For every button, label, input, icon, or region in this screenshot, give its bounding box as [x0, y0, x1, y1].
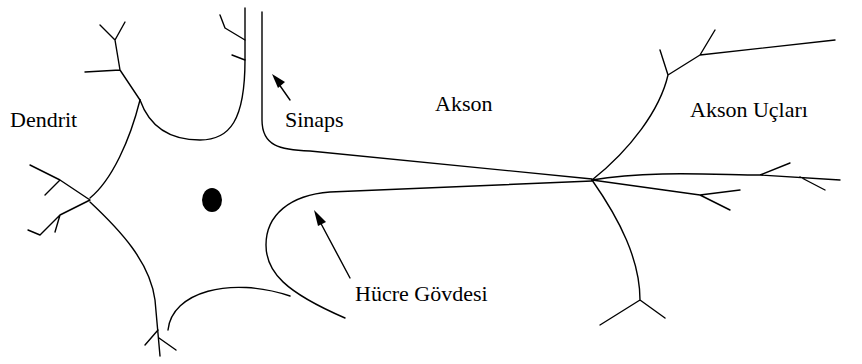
arrow-head	[272, 74, 285, 88]
cell-outline	[90, 202, 160, 356]
axon-terminal	[592, 163, 840, 190]
part-label: Dendrit	[10, 108, 77, 132]
part-label: Akson	[435, 92, 492, 116]
dendrite	[28, 165, 90, 235]
dendrite	[145, 330, 176, 350]
axon-terminal	[592, 180, 665, 325]
cell-outline	[140, 8, 245, 140]
axon-terminal	[592, 180, 740, 210]
dendrite	[220, 15, 245, 60]
axon-membrane	[266, 181, 592, 318]
pointer-arrow	[318, 218, 350, 278]
part-label: Hücre Gövdesi	[355, 282, 488, 306]
axon-membrane	[262, 12, 592, 179]
arrow-head	[314, 210, 326, 226]
dendrite	[85, 22, 140, 100]
nucleus	[202, 188, 222, 212]
cell-outline	[90, 100, 140, 198]
cell-outline	[168, 287, 290, 330]
part-label: Sinaps	[285, 108, 344, 132]
part-label: Akson Uçları	[690, 98, 808, 122]
axon-terminal	[592, 30, 835, 180]
